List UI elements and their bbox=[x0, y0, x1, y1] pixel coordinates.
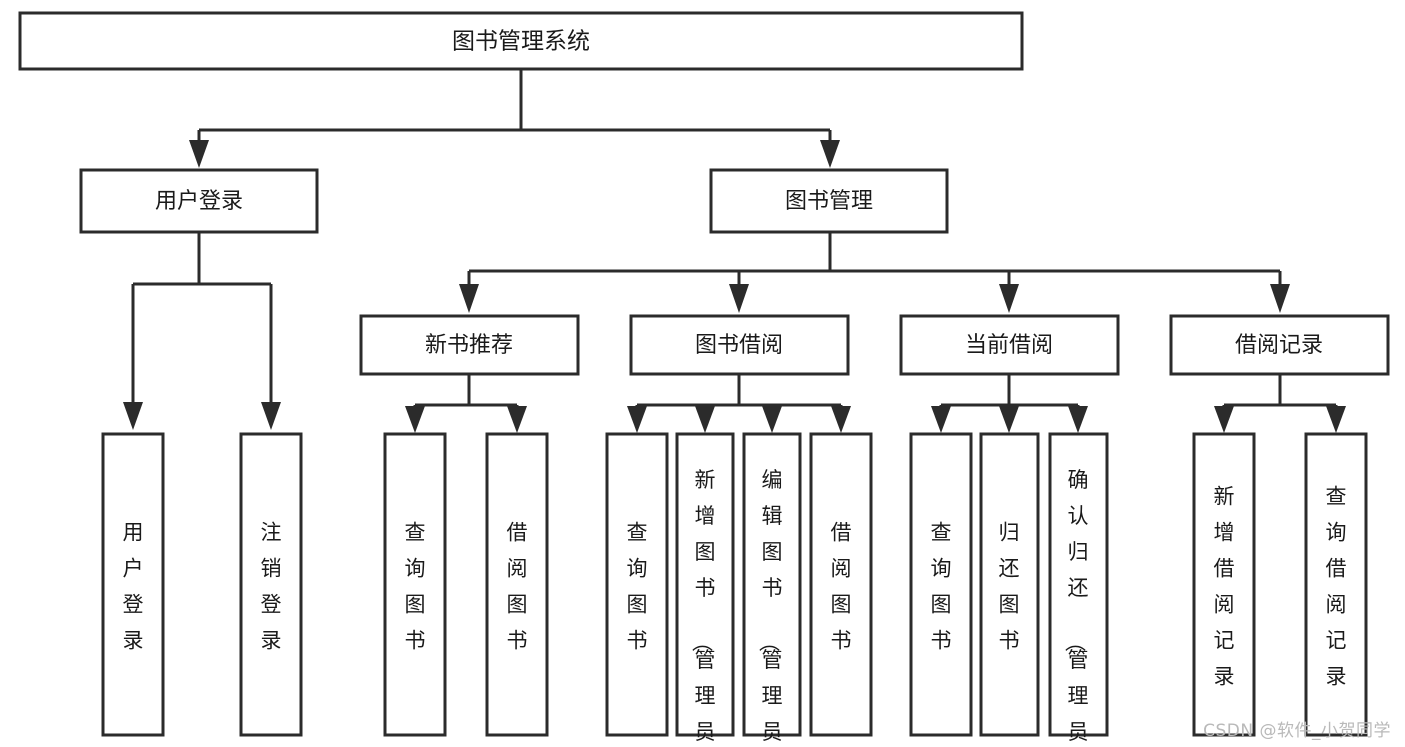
leaf-bb-borrow-book[interactable]: 借阅图书 bbox=[809, 432, 873, 737]
leaf-newbook-query-book-box[interactable] bbox=[383, 432, 447, 737]
leaf-user-login-box[interactable] bbox=[101, 432, 165, 737]
leaf-cb-confirm-return[interactable]: 确认归还（管理员） bbox=[1048, 432, 1109, 747]
leaf-logout[interactable]: 注销登录 bbox=[239, 432, 303, 737]
leaf-newbook-borrow-book-label: 借阅图书 bbox=[507, 521, 528, 653]
node-new-book-recommend-box[interactable] bbox=[359, 314, 580, 376]
arrow-to-leaf-cb-return bbox=[999, 406, 1019, 433]
leaf-bb-add-book-label: 新增图书（管理员） bbox=[690, 468, 716, 747]
leaf-newbook-query-book[interactable]: 查询图书 bbox=[383, 432, 447, 737]
arrow-to-leaf-br-add bbox=[1214, 406, 1234, 433]
leaf-user-login[interactable]: 用户登录 bbox=[101, 432, 165, 737]
leaf-newbook-borrow-book-box[interactable] bbox=[485, 432, 549, 737]
arrow-to-book-borrow bbox=[729, 284, 749, 313]
leaf-bb-edit-book[interactable]: 编辑图书（管理员） bbox=[742, 432, 802, 747]
leaf-cb-return-book-label: 归还图书 bbox=[999, 521, 1020, 653]
leaf-br-query-record-label: 查询借阅记录 bbox=[1326, 485, 1347, 689]
leaf-br-query-record[interactable]: 查询借阅记录 bbox=[1304, 432, 1368, 737]
node-book-borrow-label: 图书借阅 bbox=[695, 333, 783, 358]
leaf-bb-query-book[interactable]: 查询图书 bbox=[605, 432, 669, 737]
leaf-bb-borrow-book-label: 借阅图书 bbox=[831, 521, 852, 653]
leaf-logout-box[interactable] bbox=[239, 432, 303, 737]
arrow-to-leaf-cb-query bbox=[931, 406, 951, 433]
node-book-borrow-box[interactable] bbox=[629, 314, 850, 376]
leaf-cb-return-book-box[interactable] bbox=[979, 432, 1040, 737]
leaf-logout-label: 注销登录 bbox=[261, 521, 282, 653]
leaf-cb-query-book-label: 查询图书 bbox=[931, 521, 952, 653]
arrow-to-leaf-cb-confirm bbox=[1068, 406, 1088, 433]
node-current-borrow-label: 当前借阅 bbox=[965, 333, 1053, 358]
arrow-to-current-borrow bbox=[999, 284, 1019, 313]
leaf-br-query-record-box[interactable] bbox=[1304, 432, 1368, 737]
arrow-to-leaf-user-login bbox=[123, 402, 143, 430]
arrow-to-borrow-record bbox=[1270, 284, 1290, 313]
leaf-newbook-borrow-book[interactable]: 借阅图书 bbox=[485, 432, 549, 737]
arrow-to-book-manage bbox=[820, 140, 840, 168]
leaf-bb-edit-book-box[interactable] bbox=[742, 432, 802, 737]
leaf-newbook-query-book-label: 查询图书 bbox=[405, 521, 426, 653]
connector-layer bbox=[123, 69, 1346, 433]
node-book-borrow[interactable]: 图书借阅 bbox=[629, 314, 850, 376]
node-root-label: 图书管理系统 bbox=[452, 29, 590, 55]
node-borrow-record-label: 借阅记录 bbox=[1235, 333, 1323, 358]
leaf-br-add-record-label: 新增借阅记录 bbox=[1214, 485, 1235, 689]
arrow-to-leaf-newbook-borrow bbox=[507, 406, 527, 433]
arrow-to-leaf-bb-query bbox=[627, 406, 647, 433]
node-new-book-recommend[interactable]: 新书推荐 bbox=[359, 314, 580, 376]
leaf-cb-query-book-box[interactable] bbox=[909, 432, 973, 737]
node-user-login-box[interactable] bbox=[79, 168, 319, 234]
node-borrow-record-box[interactable] bbox=[1169, 314, 1390, 376]
arrow-to-leaf-logout bbox=[261, 402, 281, 430]
csdn-watermark: CSDN @软件_小贺同学 bbox=[1203, 721, 1391, 741]
node-new-book-recommend-label: 新书推荐 bbox=[425, 333, 513, 358]
node-book-manage-box[interactable] bbox=[709, 168, 949, 234]
arrow-to-leaf-br-query bbox=[1326, 406, 1346, 433]
node-user-login-label: 用户登录 bbox=[155, 189, 243, 214]
arrow-to-new-book-recommend bbox=[459, 284, 479, 313]
node-root-box[interactable] bbox=[18, 11, 1024, 71]
node-current-borrow[interactable]: 当前借阅 bbox=[899, 314, 1120, 376]
node-root[interactable]: 图书管理系统 bbox=[18, 11, 1024, 71]
leaf-bb-edit-book-label: 编辑图书（管理员） bbox=[757, 468, 783, 747]
node-book-manage-label: 图书管理 bbox=[785, 189, 873, 214]
node-book-manage[interactable]: 图书管理 bbox=[709, 168, 949, 234]
leaf-bb-add-book[interactable]: 新增图书（管理员） bbox=[675, 432, 735, 747]
leaf-cb-confirm-return-box[interactable] bbox=[1048, 432, 1109, 737]
node-borrow-record[interactable]: 借阅记录 bbox=[1169, 314, 1390, 376]
leaf-br-add-record[interactable]: 新增借阅记录 bbox=[1192, 432, 1256, 737]
leaf-cb-return-book[interactable]: 归还图书 bbox=[979, 432, 1040, 737]
leaf-bb-query-book-box[interactable] bbox=[605, 432, 669, 737]
node-current-borrow-box[interactable] bbox=[899, 314, 1120, 376]
leaf-bb-query-book-label: 查询图书 bbox=[627, 521, 648, 653]
arrow-to-leaf-bb-borrow bbox=[831, 406, 851, 433]
node-user-login[interactable]: 用户登录 bbox=[79, 168, 319, 234]
leaf-bb-add-book-box[interactable] bbox=[675, 432, 735, 737]
leaf-bb-borrow-book-box[interactable] bbox=[809, 432, 873, 737]
arrow-to-leaf-bb-edit bbox=[762, 406, 782, 433]
leaf-cb-confirm-return-label: 确认归还（管理员） bbox=[1063, 468, 1089, 747]
arrow-to-user-login bbox=[189, 140, 209, 168]
arrow-to-leaf-newbook-query bbox=[405, 406, 425, 433]
leaf-cb-query-book[interactable]: 查询图书 bbox=[909, 432, 973, 737]
leaf-br-add-record-box[interactable] bbox=[1192, 432, 1256, 737]
leaf-user-login-label: 用户登录 bbox=[123, 521, 144, 653]
arrow-to-leaf-bb-add bbox=[695, 406, 715, 433]
